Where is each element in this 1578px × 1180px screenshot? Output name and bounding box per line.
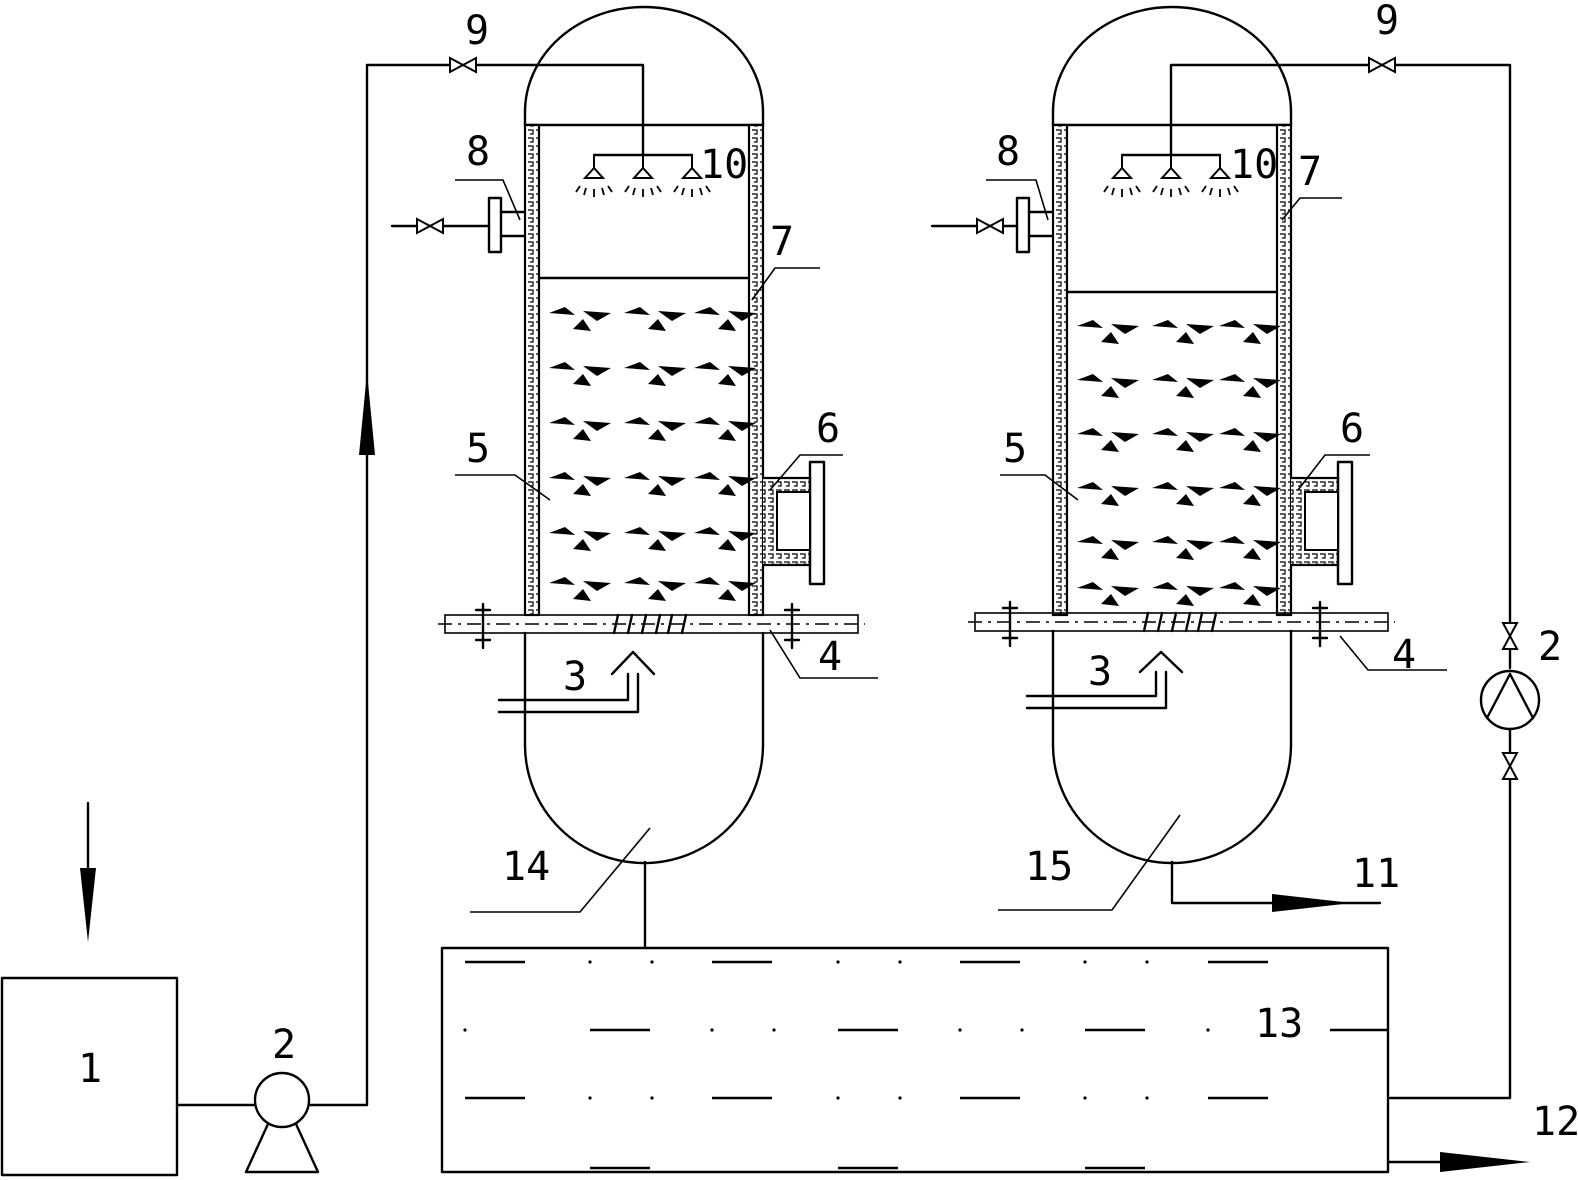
valve-port-left-icon [416,218,444,234]
collection-tank: 13 [440,946,1390,1174]
valve-port-right-icon [976,218,1004,234]
label-valve-left: 9 [465,8,489,54]
label-packing-left: 5 [466,426,490,472]
valve-right-icon [1368,57,1396,73]
spray-nozzle-icon [1152,155,1190,198]
feed-line-left: 9 [307,8,645,1107]
spray-nozzle-icon [575,155,613,198]
column-right-labels: 8 10 7 5 6 4 3 15 [986,129,1447,911]
label-gas-inlet-left: 3 [563,654,587,700]
label-pump-left: 2 [272,1022,296,1068]
label-top-port-left: 8 [466,129,490,175]
valve-pump-upper-icon [1502,622,1518,650]
label-valve-right: 9 [1375,0,1399,44]
column-right [930,5,1395,865]
label-support-plate-right: 4 [1392,632,1416,678]
outlet-11: 11 [1170,851,1400,912]
label-side-port-left: 6 [816,406,840,452]
valve-pump-lower-icon [1502,752,1518,780]
label-spray-left: 10 [700,142,748,188]
column-left-labels: 8 10 7 5 6 4 3 14 [455,129,878,913]
packing-left [545,283,756,611]
packing-right [1073,296,1281,616]
label-insulation-left: 7 [770,219,794,265]
feed-tank: 1 [0,976,179,1177]
pump-right-icon [1479,669,1541,731]
spray-nozzle-icon [624,155,662,198]
label-pump-right: 2 [1538,624,1562,670]
label-feed-tank: 1 [78,1046,102,1092]
label-top-port-right: 8 [996,129,1020,175]
feed-inlet-arrow [80,801,96,942]
label-packing-right: 5 [1003,426,1027,472]
label-collection-tank: 13 [1255,1001,1303,1047]
insulation-wall-right-b [1275,123,1293,617]
label-bottom-head-right: 15 [1025,844,1073,890]
label-insulation-right: 7 [1298,149,1322,195]
label-outlet-mid: 11 [1352,851,1400,897]
recirc-line-right: 9 2 [1169,0,1562,1100]
valve-left-icon [449,57,477,73]
column-left [390,5,865,865]
label-side-port-right: 6 [1340,406,1364,452]
label-spray-right: 10 [1230,142,1278,188]
pump-left: 2 [175,1022,320,1174]
label-support-plate-left: 4 [818,634,842,680]
spray-nozzle-icon [1103,155,1141,198]
insulation-wall-left-a [523,123,541,617]
insulation-wall-right-a [1051,123,1069,617]
label-outlet-bottom: 12 [1532,1099,1578,1145]
outlet-12: 12 [1386,1099,1578,1172]
label-bottom-head-left: 14 [502,844,550,890]
label-gas-inlet-right: 3 [1088,649,1112,695]
